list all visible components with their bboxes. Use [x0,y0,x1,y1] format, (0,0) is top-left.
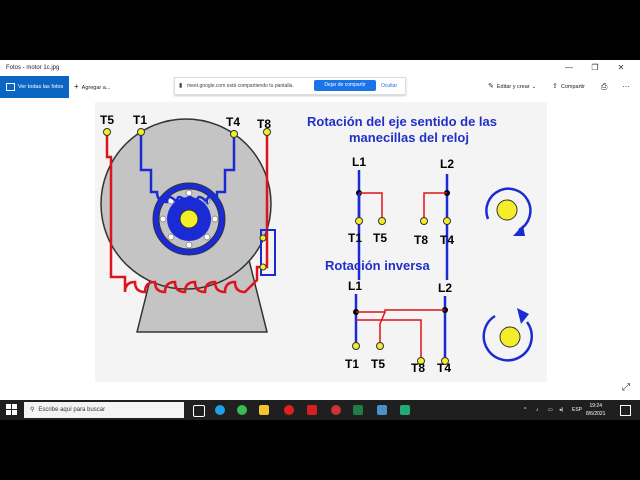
app-icon[interactable] [400,405,410,415]
letterbox-bottom [0,420,640,480]
maximize-button[interactable]: ❐ [591,63,599,72]
notifications-icon[interactable] [620,405,631,416]
share-icon: ⇪ [552,83,558,90]
title-bar: Fotos - motor 1c.jpg — ❐ ✕ [0,60,640,76]
photos-icon [6,82,15,91]
hide-banner-button[interactable]: Ocultar [381,83,398,89]
microphone-icon[interactable]: ♪ [536,407,539,413]
cw-label-t1: T1 [348,231,362,245]
clockwise-arrow-icon [485,187,532,232]
photos-app-icon[interactable] [377,405,387,415]
search-placeholder: Escribe aquí para buscar [38,407,106,413]
label-t8: T8 [257,117,271,131]
print-icon: ⎙ [601,82,608,91]
share-button[interactable]: ⇪Compartir [552,76,585,98]
title-reverse: Rotación inversa [325,258,431,273]
acrobat-icon[interactable] [307,405,317,415]
file-explorer-icon[interactable] [259,405,269,415]
terminal-t1 [137,128,145,136]
more-icon: ··· [622,82,630,91]
print-button[interactable]: ⎙ [601,76,607,98]
chevron-down-icon: ⌄ [531,84,537,90]
search-icon: ⚲ [30,407,35,413]
cw-label-t8: T8 [414,233,428,247]
add-to-label: Agregar a... [81,85,111,91]
window-title: Fotos - motor 1c.jpg [6,65,60,71]
ccw-label-l2: L2 [438,281,452,295]
title-clockwise-line1: Rotación del eje sentido de las [307,114,497,129]
edit-icon: ✎ [488,83,494,90]
taskbar-search-box[interactable]: ⚲Escribe aquí para buscar [24,402,184,418]
clock-time: 19:24 [589,403,602,409]
edit-create-label: Editar y crear [496,84,530,90]
task-view-icon[interactable] [193,405,205,417]
ccw-label-l1: L1 [348,279,362,293]
stop-sharing-button[interactable]: Dejar de compartir [314,80,376,91]
view-all-label: Ver todas las fotos [18,84,64,90]
video-app-icon[interactable] [331,405,341,415]
language-indicator[interactable]: ESP [572,407,583,413]
close-button[interactable]: ✕ [617,63,625,72]
ccw-label-t5: T5 [371,357,385,371]
taskbar: ⚲Escribe aquí para buscar ^ ♪ ▭ ◂) ESP 1… [0,400,640,420]
excel-icon[interactable] [353,405,363,415]
more-button[interactable]: ··· [622,76,630,98]
expand-icon[interactable]: ⤢ [622,382,630,393]
ccw-label-t8: T8 [411,361,425,375]
start-winding-red [105,132,269,294]
edge-icon[interactable] [215,405,225,415]
run-winding-blue [139,132,236,206]
screen-share-banner: ▮ meet.google.com está compartiendo tu p… [174,77,406,95]
centrifugal-switch [260,229,276,276]
share-label: Compartir [560,84,586,90]
ccw-label-t1: T1 [345,357,359,371]
tray-overflow-icon[interactable]: ^ [524,407,527,413]
clock[interactable]: 19:24 8/6/2021 [586,402,605,418]
plus-icon: + [74,82,79,91]
start-button[interactable] [6,404,17,415]
photo-viewer-image[interactable]: T5 T1 T4 T8 Rotación del eje sentido de … [95,102,547,382]
ccw-rotation-shaft [499,326,521,348]
opera-icon[interactable] [284,405,294,415]
counterclockwise-arrow-icon [482,314,533,362]
cw-label-l2: L2 [440,157,454,171]
title-clockwise-line2: manecillas del reloj [349,130,469,145]
volume-icon[interactable]: ◂) [559,407,564,413]
minimize-button[interactable]: — [565,63,573,72]
cw-label-t5: T5 [373,231,387,245]
ccw-label-t4: T4 [437,361,451,375]
label-t5: T5 [100,113,114,127]
share-banner-message: meet.google.com está compartiendo tu pan… [187,83,294,89]
shaft [179,209,199,229]
terminal-t4 [230,130,238,138]
cw-rotation-shaft [496,199,518,221]
network-icon[interactable]: ▭ [548,407,553,413]
cw-label-t4: T4 [440,233,454,247]
photos-window: Fotos - motor 1c.jpg — ❐ ✕ Ver todas las… [0,60,640,400]
add-to-button[interactable]: +Agregar a... [74,76,110,98]
clock-date: 8/6/2021 [586,411,606,417]
share-banner-icon: ▮ [179,83,183,89]
terminal-t8 [263,128,271,136]
edit-create-button[interactable]: ✎Editar y crear⌄ [488,76,536,98]
motor-wiring-diagram: T5 T1 T4 T8 Rotación del eje sentido de … [95,102,547,382]
terminal-t5 [103,128,111,136]
chrome-icon[interactable] [237,405,247,415]
cw-label-l1: L1 [352,155,366,169]
label-t1: T1 [133,113,147,127]
label-t4: T4 [226,115,240,129]
view-all-photos-button[interactable]: Ver todas las fotos [0,76,69,98]
